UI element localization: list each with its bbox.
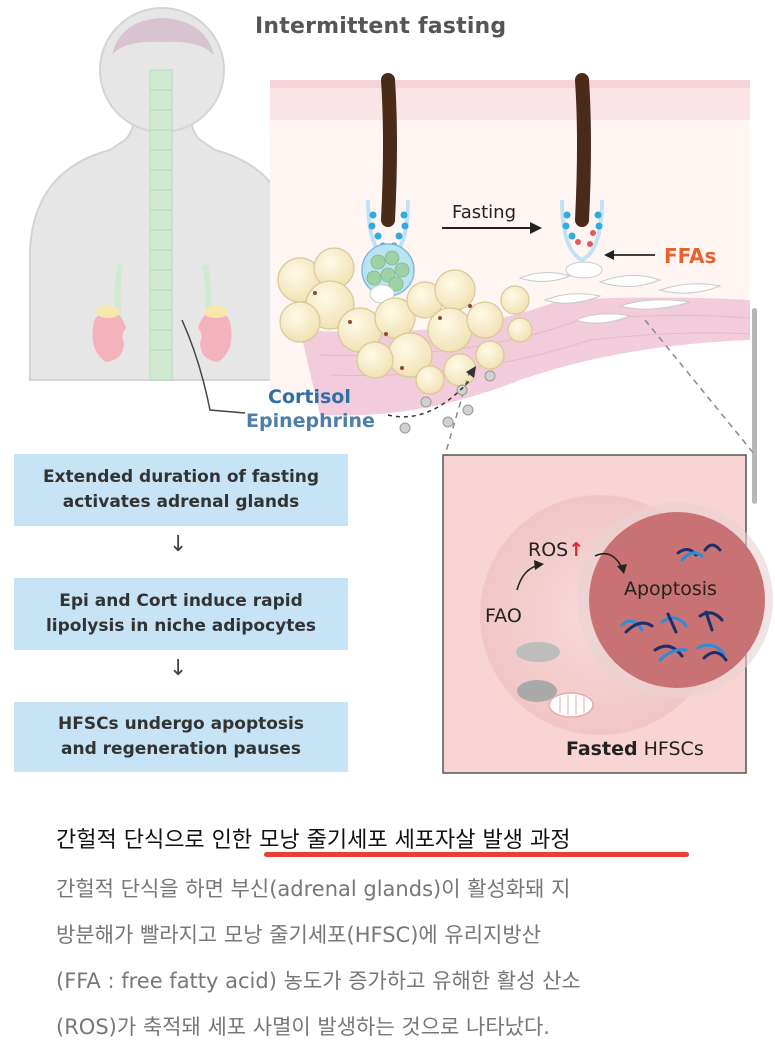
- label-fasting: Fasting: [452, 202, 517, 223]
- fasted-hfscs-label: Fasted HFSCs: [566, 738, 704, 760]
- label-ros: ROS↑: [528, 539, 584, 561]
- ros-up-arrow-icon: ↑: [568, 539, 585, 561]
- caption-line-1: 간헐적 단식을 하면 부신(adrenal glands)이 활성화돼 지: [56, 877, 571, 901]
- diagram-title: Intermittent fasting: [255, 14, 507, 39]
- step-box-2: Epi and Cort induce rapid lipolysis in n…: [14, 578, 348, 650]
- step-1-line-2: activates adrenal glands: [62, 492, 300, 512]
- label-cortisol: Cortisol: [268, 386, 351, 408]
- step-arrow-down-icon: ↓: [169, 532, 188, 557]
- scrollbar-thumb[interactable]: [752, 308, 757, 504]
- label-fao: FAO: [485, 605, 522, 627]
- label-epinephrine: Epinephrine: [246, 410, 375, 432]
- caption-title: 간헐적 단식으로 인한 모낭 줄기세포 세포자살 발생 과정: [56, 828, 571, 853]
- fasted-rest: HFSCs: [637, 738, 704, 760]
- step-1-line-1: Extended duration of fasting: [42, 467, 320, 487]
- fasted-bold: Fasted: [566, 738, 638, 760]
- step-arrow-down-icon: ↓: [169, 656, 188, 681]
- fasted-hfsc-panel: [442, 454, 773, 774]
- caption-highlight-underline: [264, 852, 689, 857]
- step-2-line-2: lipolysis in niche adipocytes: [45, 616, 317, 636]
- label-ffas: FFAs: [664, 244, 717, 268]
- caption-body: 간헐적 단식을 하면 부신(adrenal glands)이 활성화돼 지 방분…: [56, 866, 736, 1050]
- ros-text: ROS: [528, 539, 569, 561]
- caption-line-3: (FFA : free fatty acid) 농도가 증가하고 유해한 활성 …: [56, 969, 581, 993]
- caption-line-2: 방분해가 빨라지고 모낭 줄기세포(HFSC)에 유리지방산: [56, 923, 541, 947]
- step-2-line-1: Epi and Cort induce rapid: [59, 591, 303, 611]
- step-box-3: HFSCs undergo apoptosis and regeneration…: [14, 702, 348, 772]
- step-3-line-2: and regeneration pauses: [61, 739, 301, 759]
- figure: Intermittent fasting Fasting FFAs Cortis…: [14, 7, 773, 774]
- step-3-line-1: HFSCs undergo apoptosis: [57, 714, 304, 734]
- skin-section-illustration: [270, 73, 756, 456]
- label-apoptosis: Apoptosis: [624, 578, 717, 600]
- caption-line-4: (ROS)가 축적돼 세포 사멸이 발생하는 것으로 나타났다.: [56, 1015, 550, 1039]
- human-torso-illustration: [29, 7, 296, 414]
- step-box-1: Extended duration of fasting activates a…: [14, 454, 348, 526]
- fasting-diagram: [29, 7, 773, 774]
